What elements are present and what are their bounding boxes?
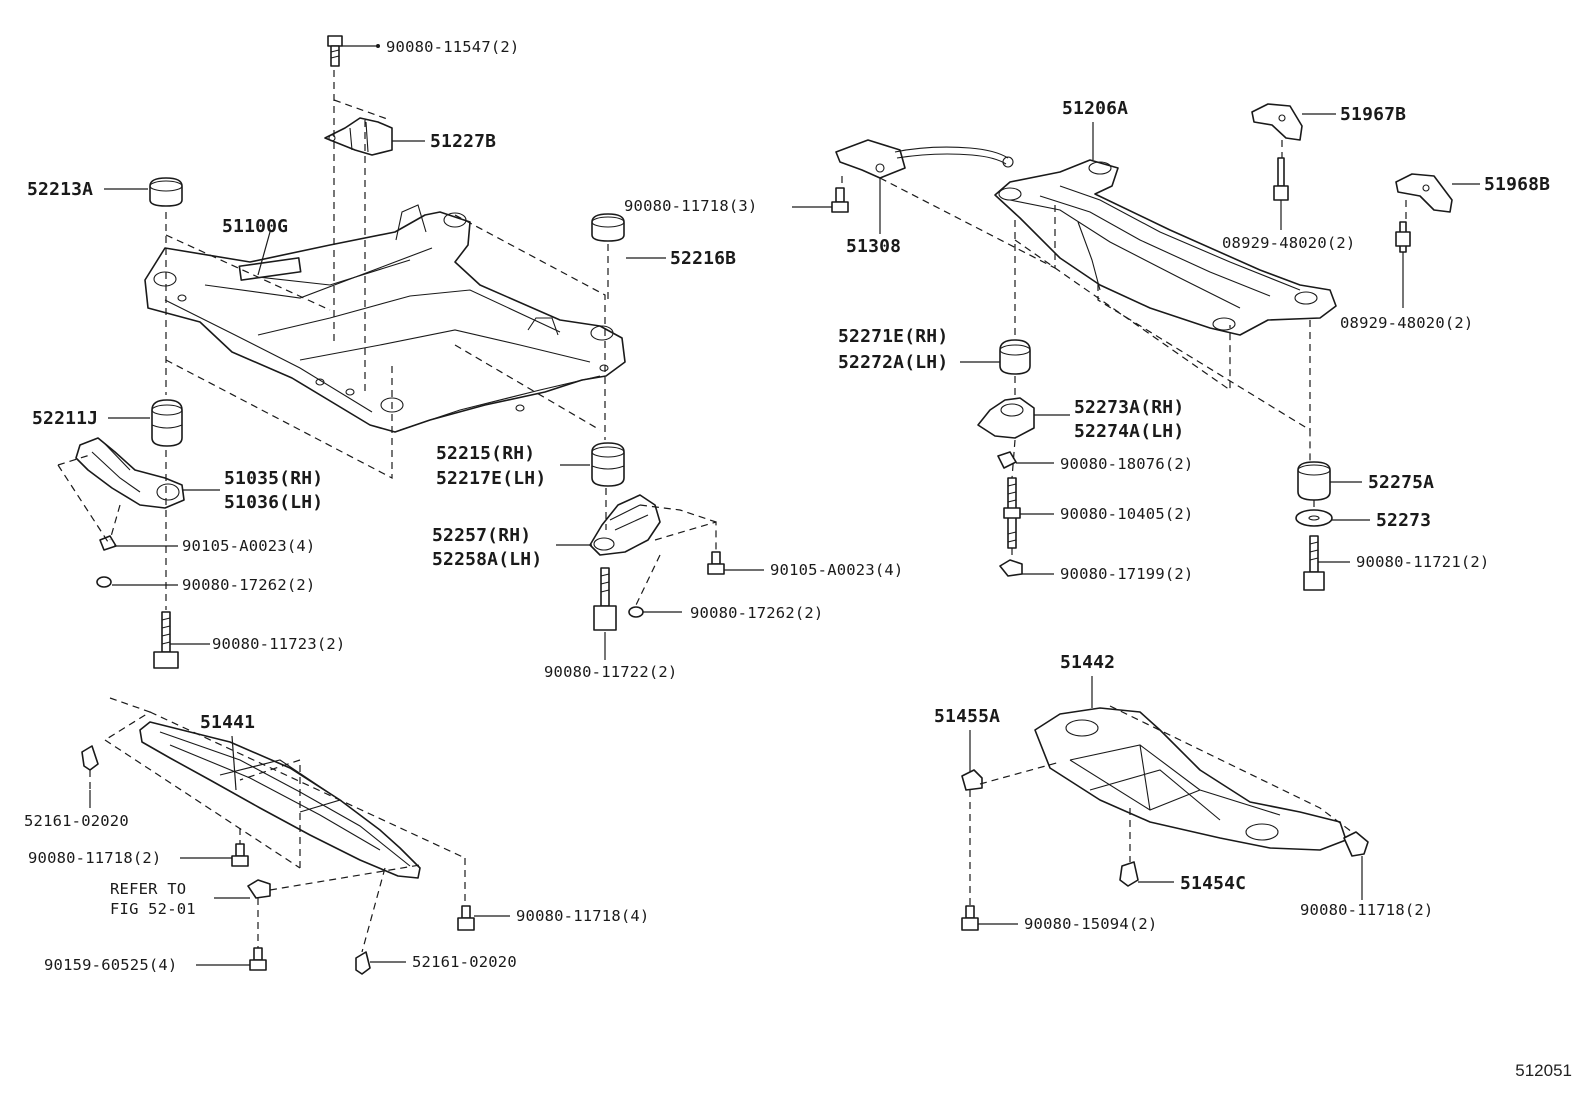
label-52217e-lh: 52217E(LH) [436,468,547,489]
bracket-51227b [324,117,393,156]
bolt-90080-11718-cover [231,843,249,867]
label-52258a-lh: 52258A(LH) [432,549,543,570]
bolt-90080-11723 [153,611,179,669]
label-52213a: 52213A [27,179,94,200]
stopper-52257 [589,494,661,556]
bolt-90105-a0023-left [99,535,117,551]
nut-90080-18076 [997,451,1017,469]
label-90080-11718-2a: 90080-11718(2) [28,849,162,867]
label-90080-11718-2b: 90080-11718(2) [1300,901,1434,919]
leader-lines [89,44,1480,966]
cushion-52216b [591,213,625,242]
label-refer-to: REFER TO [110,880,187,898]
cushion-52213a [149,177,183,207]
bolt-90080-11722 [593,567,617,631]
bolt-08929-48020-b [1395,221,1411,253]
bracket-51308 [835,139,1014,179]
label-51206a: 51206A [1062,98,1129,119]
label-52161-02020-b: 52161-02020 [412,953,517,971]
cushion-52271e [999,339,1031,375]
bolt-90159-60525 [249,947,267,971]
label-90080-10405: 90080-10405(2) [1060,505,1194,523]
label-52273a-rh: 52273A(RH) [1074,397,1185,418]
label-90080-11723: 90080-11723(2) [212,635,346,653]
nut-90080-17262-right [628,606,644,618]
label-51100g: 51100G [222,216,289,237]
label-90080-17262-left: 90080-17262(2) [182,576,316,594]
cushion-52275a [1297,461,1331,501]
cushion-52215 [591,442,625,487]
label-90105-a0023-left: 90105-A0023(4) [182,537,316,555]
label-51227b: 51227B [430,131,497,152]
label-90080-11722: 90080-11722(2) [544,663,678,681]
figure-code: 512051 [1515,1061,1572,1080]
label-52275a: 52275A [1368,472,1435,493]
bolt-90080-11547 [327,35,343,67]
clip-refer-fig-52-01 [247,879,271,899]
label-52274a-lh: 52274A(LH) [1074,421,1185,442]
bolt-90080-15094 [961,905,979,931]
label-52211j: 52211J [32,408,99,429]
bracket-51967b [1251,103,1303,141]
label-52216b: 52216B [670,248,737,269]
rear-member-51206a [994,159,1337,336]
label-52257-rh: 52257(RH) [432,525,532,546]
bracket-52273a [977,397,1035,439]
label-52215-rh: 52215(RH) [436,443,536,464]
label-51441: 51441 [200,712,256,733]
label-90080-11718-3: 90080-11718(3) [624,197,758,215]
under-cover-51442 [1034,707,1347,851]
assembly-lines [57,70,1407,953]
label-90080-15094: 90080-15094(2) [1024,915,1158,933]
nut-90080-17199 [999,559,1023,577]
stud-90080-10405 [1003,477,1021,549]
label-51455a: 51455A [934,706,1001,727]
label-51967b: 51967B [1340,104,1407,125]
bolt-08929-48020-a [1273,157,1289,201]
label-52161-02020-a: 52161-02020 [24,812,129,830]
bolt-90105-a0023-right [707,551,725,575]
label-90080-11547: 90080-11547(2) [386,38,520,56]
clip-51454c [1119,861,1139,887]
label-51442: 51442 [1060,652,1116,673]
label-51968b: 51968B [1484,174,1551,195]
clip-52161-02020-b [355,951,371,975]
clip-52161-02020-a [81,745,99,771]
label-90080-18076: 90080-18076(2) [1060,455,1194,473]
cushion-52211j [151,399,183,447]
label-90159-60525: 90159-60525(4) [44,956,178,974]
label-51454c: 51454C [1180,873,1247,894]
label-90080-11721: 90080-11721(2) [1356,553,1490,571]
label-90080-17199: 90080-17199(2) [1060,565,1194,583]
label-52271e-rh: 52271E(RH) [838,326,949,347]
nut-90080-17262-left [96,576,112,588]
label-fig-52-01: FIG 52-01 [110,900,196,918]
bolt-90080-11721 [1303,535,1325,591]
label-51308: 51308 [846,236,902,257]
stopper-51035 [75,437,185,509]
label-51036-lh: 51036(LH) [224,492,324,513]
front-subframe-51100g [144,204,626,433]
bolt-90080-11718-cover-b [457,905,475,931]
label-51035-rh: 51035(RH) [224,468,324,489]
bracket-51968b [1395,173,1453,213]
label-08929-48020-a: 08929-48020(2) [1222,234,1356,252]
label-52273: 52273 [1376,510,1432,531]
label-90080-11718-4: 90080-11718(4) [516,907,650,925]
bolt-90080-11718-cover-c [1343,831,1369,857]
clip-51455a [961,769,983,791]
label-90080-17262-right: 90080-17262(2) [690,604,824,622]
label-52272a-lh: 52272A(LH) [838,352,949,373]
bolt-90080-11718-rear [831,187,849,213]
washer-52273 [1295,509,1333,527]
label-08929-48020-b: 08929-48020(2) [1340,314,1474,332]
label-90105-a0023-right: 90105-A0023(4) [770,561,904,579]
